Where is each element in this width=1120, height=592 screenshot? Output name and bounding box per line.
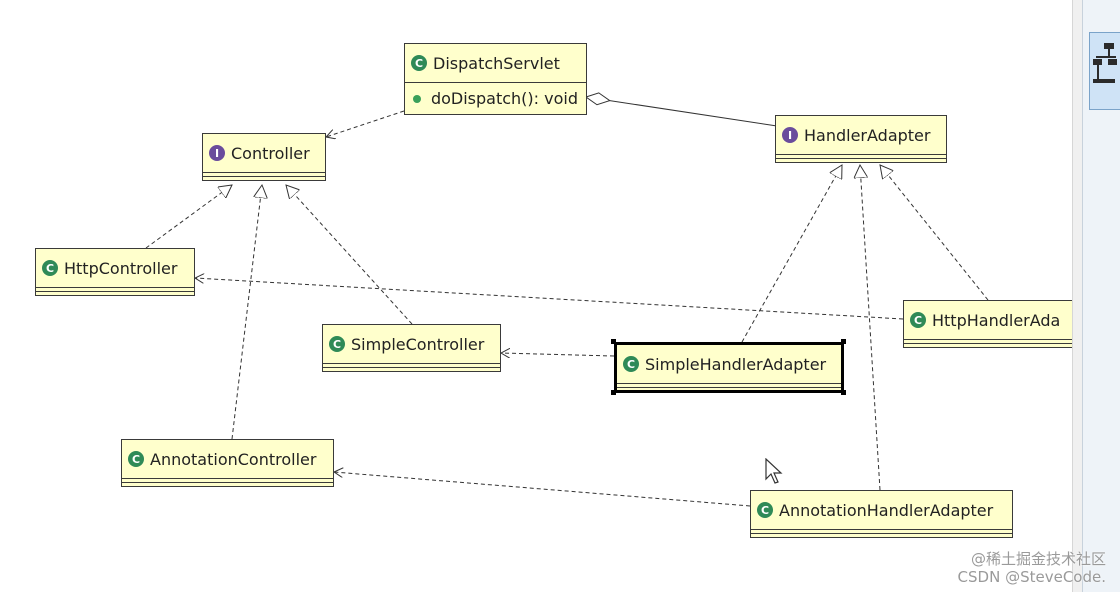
interface-icon: I bbox=[782, 127, 798, 143]
watermark: @稀土掘金技术社区 CSDN @SteveCode. bbox=[958, 550, 1106, 586]
class-name: AnnotationHandlerAdapter bbox=[779, 500, 994, 520]
interface-handler-adapter[interactable]: I HandlerAdapter bbox=[775, 115, 947, 163]
dependency-edge[interactable] bbox=[501, 353, 615, 356]
class-icon: C bbox=[128, 451, 144, 467]
class-name: HttpController bbox=[64, 258, 178, 278]
class-name: HandlerAdapter bbox=[804, 125, 931, 145]
class-header: C AnnotationController bbox=[122, 440, 333, 478]
selection-handle[interactable] bbox=[841, 390, 846, 395]
selection-handle[interactable] bbox=[611, 339, 616, 344]
interface-icon: I bbox=[209, 145, 225, 161]
interface-controller[interactable]: I Controller bbox=[202, 133, 326, 181]
class-name: DispatchServlet bbox=[433, 53, 560, 73]
dependency-edge[interactable] bbox=[334, 472, 751, 507]
side-panel bbox=[1082, 0, 1120, 592]
class-header: C SimpleHandlerAdapter bbox=[617, 345, 841, 383]
class-icon: C bbox=[757, 502, 773, 518]
class-simple-handler-adapter[interactable]: C SimpleHandlerAdapter bbox=[614, 342, 844, 393]
realization-edge[interactable] bbox=[286, 185, 413, 325]
dependency-edge[interactable] bbox=[326, 110, 405, 137]
realization-edge[interactable] bbox=[231, 185, 262, 440]
class-header: I HandlerAdapter bbox=[776, 116, 946, 154]
class-header: C DispatchServlet bbox=[405, 44, 586, 82]
class-name: SimpleController bbox=[351, 334, 485, 354]
class-icon: C bbox=[411, 55, 427, 71]
class-header: I Controller bbox=[203, 134, 325, 172]
method-row[interactable]: doDispatch(): void bbox=[405, 83, 586, 114]
aggregation-edge[interactable] bbox=[586, 97, 778, 127]
class-icon: C bbox=[623, 356, 639, 372]
dependency-edge[interactable] bbox=[195, 278, 904, 320]
class-icon: C bbox=[42, 260, 58, 276]
realization-edge[interactable] bbox=[860, 165, 881, 491]
class-header: C SimpleController bbox=[323, 325, 500, 363]
class-dispatch-servlet[interactable]: C DispatchServlet doDispatch(): void bbox=[404, 43, 587, 115]
watermark-line-1: @稀土掘金技术社区 bbox=[970, 550, 1106, 568]
relation-lines bbox=[145, 0, 989, 507]
class-annotation-controller[interactable]: C AnnotationController bbox=[121, 439, 334, 487]
method-signature: doDispatch(): void bbox=[430, 89, 578, 108]
class-header: C AnnotationHandlerAdapter bbox=[751, 491, 1012, 529]
class-http-controller[interactable]: C HttpController bbox=[35, 248, 195, 296]
class-simple-controller[interactable]: C SimpleController bbox=[322, 324, 501, 372]
selection-handle[interactable] bbox=[611, 390, 616, 395]
class-http-handler-adapter[interactable]: C HttpHandlerAda bbox=[903, 300, 1072, 348]
class-icon: C bbox=[329, 336, 345, 352]
outline-tree-icon[interactable] bbox=[1089, 32, 1120, 110]
class-name: SimpleHandlerAdapter bbox=[645, 354, 827, 374]
realization-edge[interactable] bbox=[741, 165, 842, 343]
watermark-line-2: CSDN @SteveCode. bbox=[957, 568, 1106, 586]
realization-edge[interactable] bbox=[145, 185, 232, 249]
mouse-pointer-icon bbox=[765, 458, 783, 484]
vertical-scrollbar[interactable] bbox=[1072, 0, 1083, 592]
class-name: AnnotationController bbox=[150, 449, 317, 469]
class-name: Controller bbox=[231, 143, 310, 163]
class-annotation-handler-adapter[interactable]: C AnnotationHandlerAdapter bbox=[750, 490, 1013, 538]
class-icon: C bbox=[910, 312, 926, 328]
selection-handle[interactable] bbox=[841, 339, 846, 344]
class-name: HttpHandlerAda bbox=[932, 310, 1061, 330]
class-header: C HttpController bbox=[36, 249, 194, 287]
public-method-icon bbox=[413, 94, 421, 103]
class-header: C HttpHandlerAda bbox=[904, 301, 1072, 339]
realization-edge[interactable] bbox=[880, 165, 989, 301]
class-diagram-canvas[interactable]: C DispatchServlet doDispatch(): void I C… bbox=[0, 0, 1072, 592]
